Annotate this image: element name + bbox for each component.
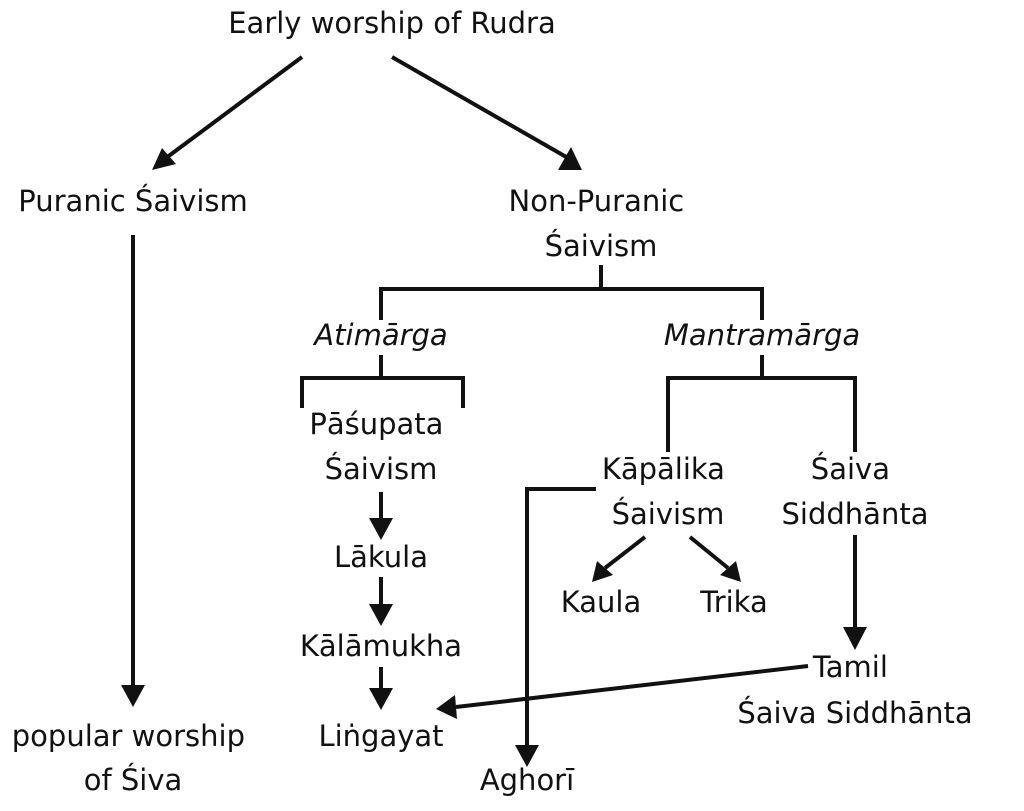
bracket-atimarga bbox=[300, 355, 465, 408]
edge-kapalika-to-trika bbox=[688, 535, 730, 570]
arrowhead-lakula bbox=[369, 518, 393, 540]
edges bbox=[131, 55, 857, 752]
node-pasupata-saivism: Pāśupata Śaivism bbox=[309, 407, 452, 486]
arrowhead-trika bbox=[720, 561, 741, 582]
edge-kapalika-to-aghori bbox=[525, 487, 596, 752]
node-kalamukha: Kālāmukha bbox=[300, 629, 462, 663]
bracket-nonpuranic bbox=[379, 265, 764, 320]
arrowhead-tamil-to-lingayat bbox=[436, 695, 457, 719]
node-trika: Trika bbox=[699, 585, 768, 619]
edge-tamil-to-lingayat bbox=[455, 664, 809, 709]
node-kaula: Kaula bbox=[561, 585, 642, 619]
node-aghori: Aghorī bbox=[480, 763, 575, 797]
node-lingayat: Liṅgayat bbox=[318, 719, 443, 753]
arrowhead-lingayat bbox=[369, 688, 393, 710]
arrowhead-nonpuranic bbox=[558, 147, 582, 170]
node-labels: Early worship of Rudra Puranic Śaivism N… bbox=[12, 6, 973, 797]
node-puranic-saivism: Puranic Śaivism bbox=[18, 184, 247, 218]
arrowhead-kaula bbox=[592, 561, 613, 582]
arrowhead-aghori bbox=[515, 745, 539, 767]
node-tamil-saiva-siddhanta: Tamil Śaiva Siddhānta bbox=[737, 650, 972, 730]
arrowhead-tamil bbox=[843, 627, 867, 650]
arrowhead-kalamukha bbox=[369, 604, 393, 626]
arrowheads bbox=[121, 147, 867, 767]
node-early-worship-of-rudra: Early worship of Rudra bbox=[228, 6, 556, 40]
node-kapalika-saivism: Kāpālika Śaivism bbox=[602, 452, 734, 531]
edge-rudra-to-nonpuranic bbox=[391, 55, 569, 160]
edge-kapalika-to-kaula bbox=[603, 535, 647, 570]
edge-rudra-to-puranic bbox=[164, 55, 304, 160]
node-popular-worship-of-siva: popular worship of Śiva bbox=[12, 719, 254, 797]
node-saiva-siddhanta: Śaiva Siddhānta bbox=[782, 452, 929, 531]
arrowhead-puranic bbox=[152, 148, 176, 170]
node-non-puranic-saivism: Non-Puranic Śaivism bbox=[509, 184, 694, 263]
node-lakula: Lākula bbox=[334, 540, 428, 574]
node-atimarga: Atimārga bbox=[312, 318, 447, 352]
node-mantramarga: Mantramārga bbox=[664, 318, 860, 352]
arrowhead-popular-worship bbox=[121, 685, 145, 707]
bracket-mantramarga bbox=[666, 355, 857, 452]
